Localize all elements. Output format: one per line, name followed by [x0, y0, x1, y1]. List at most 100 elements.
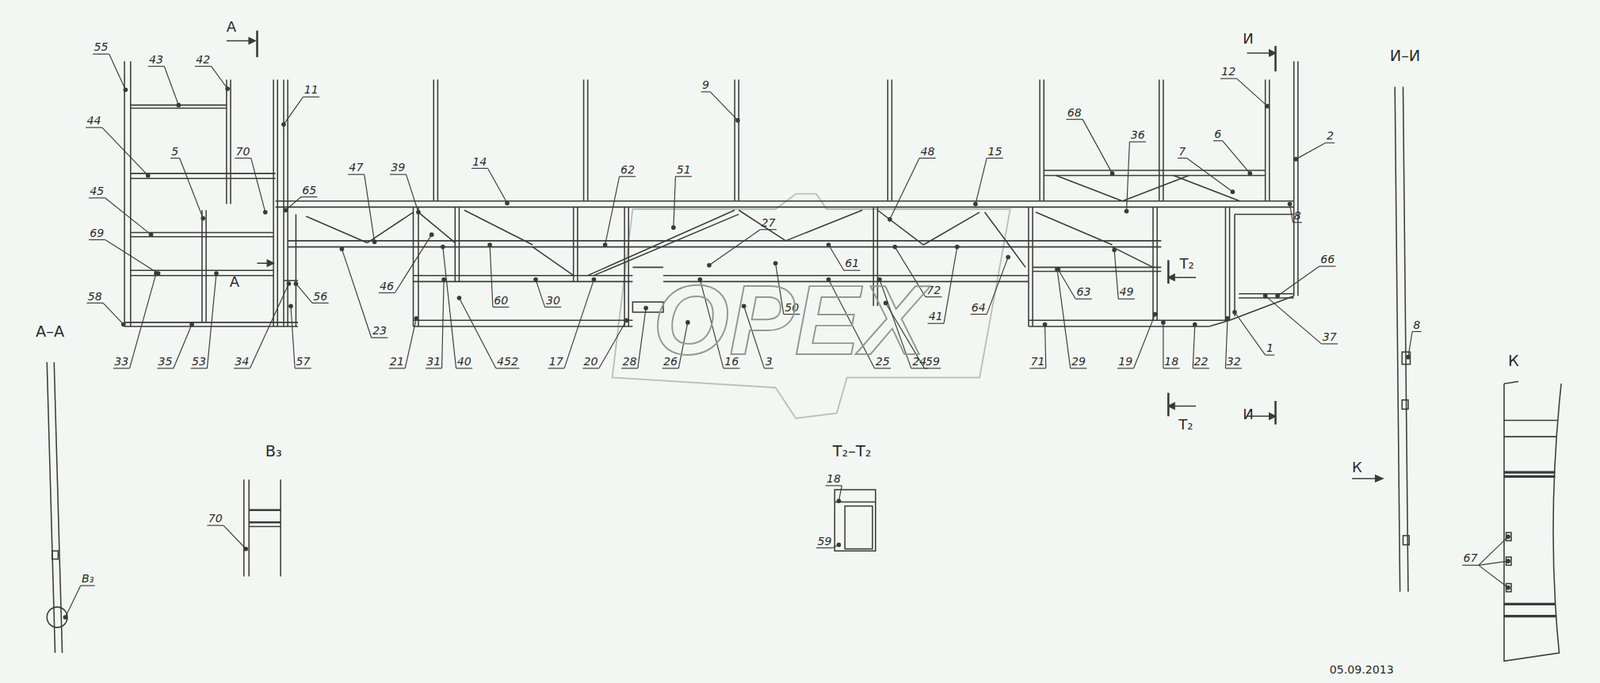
callout-number: 29 [1071, 355, 1086, 367]
leader-line [975, 158, 987, 205]
callout-number: 63 [1076, 286, 1091, 298]
leader-dot [836, 542, 842, 548]
leader-dot [1232, 309, 1238, 315]
callout-underline [970, 313, 988, 315]
callout-underline [85, 126, 103, 128]
callout-number: 12 [1221, 66, 1236, 78]
callout-number: 66 [1320, 254, 1335, 266]
leader-line [283, 96, 303, 125]
callout-number: 60 [493, 294, 508, 306]
callout-number: 48 [920, 145, 935, 157]
callout-number: 70 [235, 145, 250, 157]
callout-number: 59 [925, 355, 940, 367]
leader-line [1162, 322, 1164, 369]
leader-dot [457, 295, 463, 301]
callout-number: 23 [372, 325, 387, 337]
leader-dot [1153, 312, 1158, 317]
leader-dot [624, 317, 630, 323]
callout-underline [1177, 157, 1188, 159]
callout-underline [378, 292, 396, 294]
callout-underline [471, 168, 489, 169]
leader-dot [283, 207, 289, 213]
callout-number: 30 [546, 294, 561, 306]
leader-dot [735, 118, 741, 123]
callout-underline [302, 96, 320, 98]
leader-dot [1230, 189, 1236, 195]
callout-underline [312, 302, 329, 304]
callout-underline [1192, 367, 1210, 369]
leader-line [943, 247, 958, 325]
leader-line [1237, 78, 1268, 107]
callout-underline [675, 175, 692, 177]
leader-dot [372, 239, 378, 245]
leader-line [64, 585, 81, 618]
leader-dot [225, 86, 230, 92]
leader-line [1114, 249, 1119, 299]
callout-underline [170, 157, 180, 159]
leader-line [211, 66, 229, 89]
leader-line [295, 283, 313, 303]
leader-line [487, 168, 507, 203]
leader-dot [1124, 209, 1130, 214]
callout-underline [496, 367, 520, 369]
leader-line [673, 176, 676, 228]
leader-line [637, 308, 646, 369]
leader-dot [1405, 355, 1411, 360]
leader-line [605, 176, 620, 245]
callout-number: 56 [313, 290, 328, 302]
callout-underline [1412, 331, 1422, 333]
callout-underline [919, 157, 936, 159]
callout-underline [206, 525, 224, 527]
leader-line [286, 197, 302, 211]
leader-line [828, 244, 844, 271]
watermark: OPEX [652, 271, 925, 371]
leader-dot [1005, 255, 1011, 260]
callout-number: 28 [622, 355, 637, 367]
callout-number: 49 [1119, 286, 1135, 298]
leader-line [442, 247, 457, 369]
leader-line [341, 248, 371, 338]
view-label: А [229, 274, 240, 289]
callout-underline [1066, 118, 1084, 120]
leader-dot [603, 242, 608, 248]
callout-number: В₃ [81, 573, 94, 585]
callout-number: 59 [817, 535, 832, 547]
leader-dot [533, 277, 539, 283]
leader-dot [189, 322, 195, 328]
callout-number: 19 [1118, 355, 1133, 367]
leader-dot [954, 244, 960, 250]
callout-number: 46 [379, 280, 394, 292]
callout-number: 36 [1130, 129, 1146, 141]
callout-underline [156, 367, 174, 369]
leader-dot [153, 271, 159, 276]
leader-line [442, 279, 445, 369]
callout-underline [927, 323, 944, 325]
callout-number: 72 [926, 284, 941, 296]
view-label: 05.09.2013 [1329, 664, 1394, 676]
leader-line [1134, 314, 1156, 369]
leader-dot [773, 260, 779, 266]
leader-dot [416, 210, 421, 215]
callout-number: 11 [304, 84, 319, 96]
callout-number: 43 [148, 53, 164, 65]
leader-line [986, 256, 1009, 314]
leader-dot [1042, 322, 1048, 328]
callout-number: 1 [1266, 343, 1274, 355]
callout-underline [148, 65, 165, 67]
view-label: Т₂ [1179, 255, 1194, 271]
callout-underline [1220, 78, 1238, 80]
callout-underline [1292, 221, 1303, 223]
callout-underline [1029, 367, 1047, 369]
callout-underline [301, 196, 318, 198]
callout-underline [113, 367, 130, 369]
leader-dot [836, 498, 842, 504]
leader-line [1045, 324, 1047, 368]
leader-line [1478, 565, 1509, 588]
callout-underline [1070, 367, 1088, 369]
callout-number: 62 [620, 164, 635, 176]
callout-underline [88, 197, 106, 199]
callout-number: 64 [971, 301, 986, 314]
callout-underline [88, 239, 106, 241]
leader-dot [123, 87, 129, 92]
